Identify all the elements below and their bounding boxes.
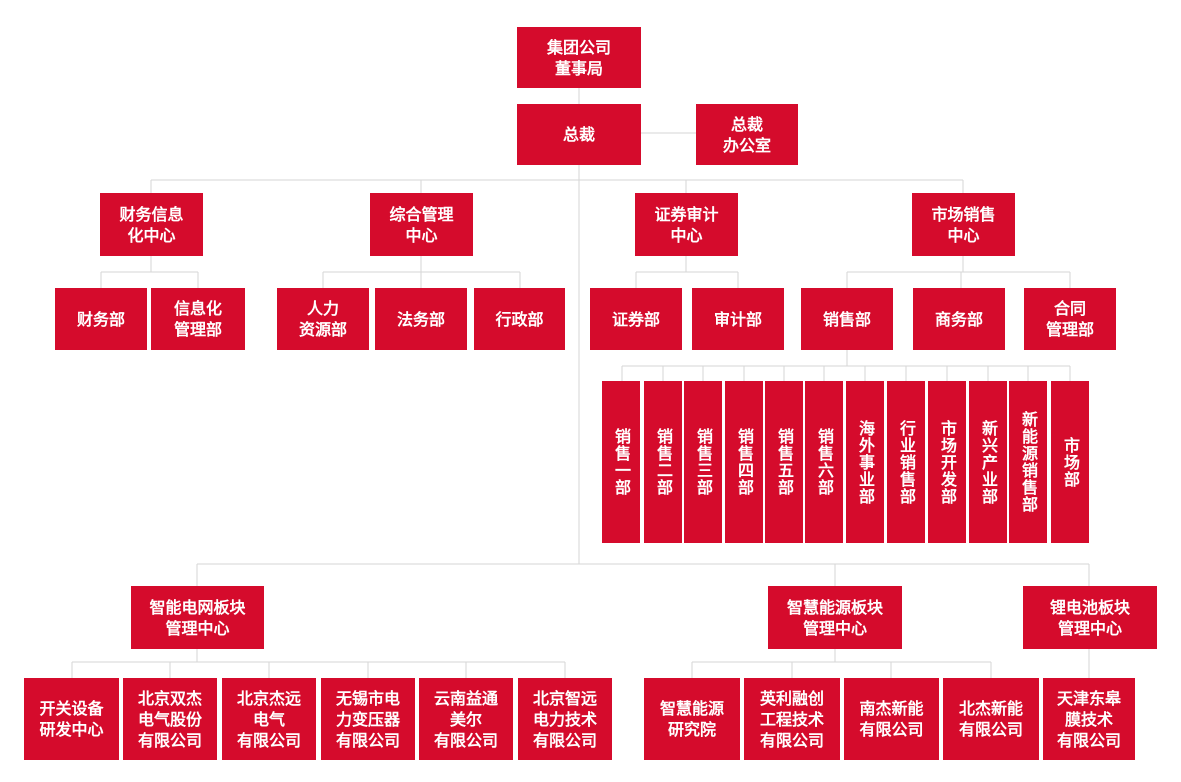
sales-unit-box[interactable]: 行业销售部: [887, 381, 925, 543]
company-box[interactable]: 英利融创 工程技术 有限公司: [744, 678, 840, 760]
dept-securities-box[interactable]: 证券部: [590, 288, 682, 350]
smart-energy-segment-box[interactable]: 智慧能源板块 管理中心: [768, 586, 902, 649]
smart-grid-segment-box[interactable]: 智能电网板块 管理中心: [131, 586, 264, 649]
dept-admin-box[interactable]: 行政部: [474, 288, 565, 350]
company-box[interactable]: 智慧能源 研究院: [644, 678, 740, 760]
company-box[interactable]: 北京杰远 电气 有限公司: [222, 678, 316, 760]
sales-unit-box[interactable]: 新能源销售部: [1009, 381, 1047, 543]
dept-hr-box[interactable]: 人力 资源部: [277, 288, 369, 350]
company-box[interactable]: 开关设备 研发中心: [24, 678, 119, 760]
company-box[interactable]: 北京智远 电力技术 有限公司: [518, 678, 612, 760]
sales-unit-box[interactable]: 新兴产业部: [969, 381, 1007, 543]
securities-audit-center-box[interactable]: 证券审计 中心: [635, 193, 738, 256]
president-office-box[interactable]: 总裁 办公室: [696, 104, 798, 165]
dept-audit-box[interactable]: 审计部: [692, 288, 784, 350]
dept-finance-box[interactable]: 财务部: [55, 288, 147, 350]
dept-sales-box[interactable]: 销售部: [801, 288, 893, 350]
company-box[interactable]: 无锡市电 力变压器 有限公司: [321, 678, 415, 760]
dept-contract-mgmt-box[interactable]: 合同 管理部: [1024, 288, 1116, 350]
sales-unit-box[interactable]: 市场部: [1051, 381, 1089, 543]
finance-it-center-box[interactable]: 财务信息 化中心: [100, 193, 203, 256]
dept-it-mgmt-box[interactable]: 信息化 管理部: [151, 288, 245, 350]
company-box[interactable]: 云南益通 美尔 有限公司: [419, 678, 513, 760]
marketing-sales-center-box[interactable]: 市场销售 中心: [912, 193, 1015, 256]
company-box[interactable]: 北杰新能 有限公司: [943, 678, 1039, 760]
sales-unit-box[interactable]: 海外事业部: [846, 381, 884, 543]
sales-unit-box[interactable]: 市场开发部: [928, 381, 966, 543]
board-box[interactable]: 集团公司 董事局: [517, 27, 641, 88]
sales-unit-box[interactable]: 销售三部: [684, 381, 722, 543]
sales-unit-box[interactable]: 销售二部: [644, 381, 682, 543]
dept-commerce-box[interactable]: 商务部: [913, 288, 1005, 350]
sales-unit-box[interactable]: 销售六部: [805, 381, 843, 543]
company-box[interactable]: 北京双杰 电气股份 有限公司: [123, 678, 217, 760]
lithium-battery-segment-box[interactable]: 锂电池板块 管理中心: [1023, 586, 1157, 649]
company-box[interactable]: 南杰新能 有限公司: [844, 678, 939, 760]
president-box[interactable]: 总裁: [517, 104, 641, 165]
sales-unit-box[interactable]: 销售五部: [765, 381, 803, 543]
sales-unit-box[interactable]: 销售一部: [602, 381, 640, 543]
dept-legal-box[interactable]: 法务部: [375, 288, 467, 350]
sales-unit-box[interactable]: 销售四部: [725, 381, 763, 543]
company-box[interactable]: 天津东皋 膜技术 有限公司: [1043, 678, 1135, 760]
general-mgmt-center-box[interactable]: 综合管理 中心: [370, 193, 473, 256]
